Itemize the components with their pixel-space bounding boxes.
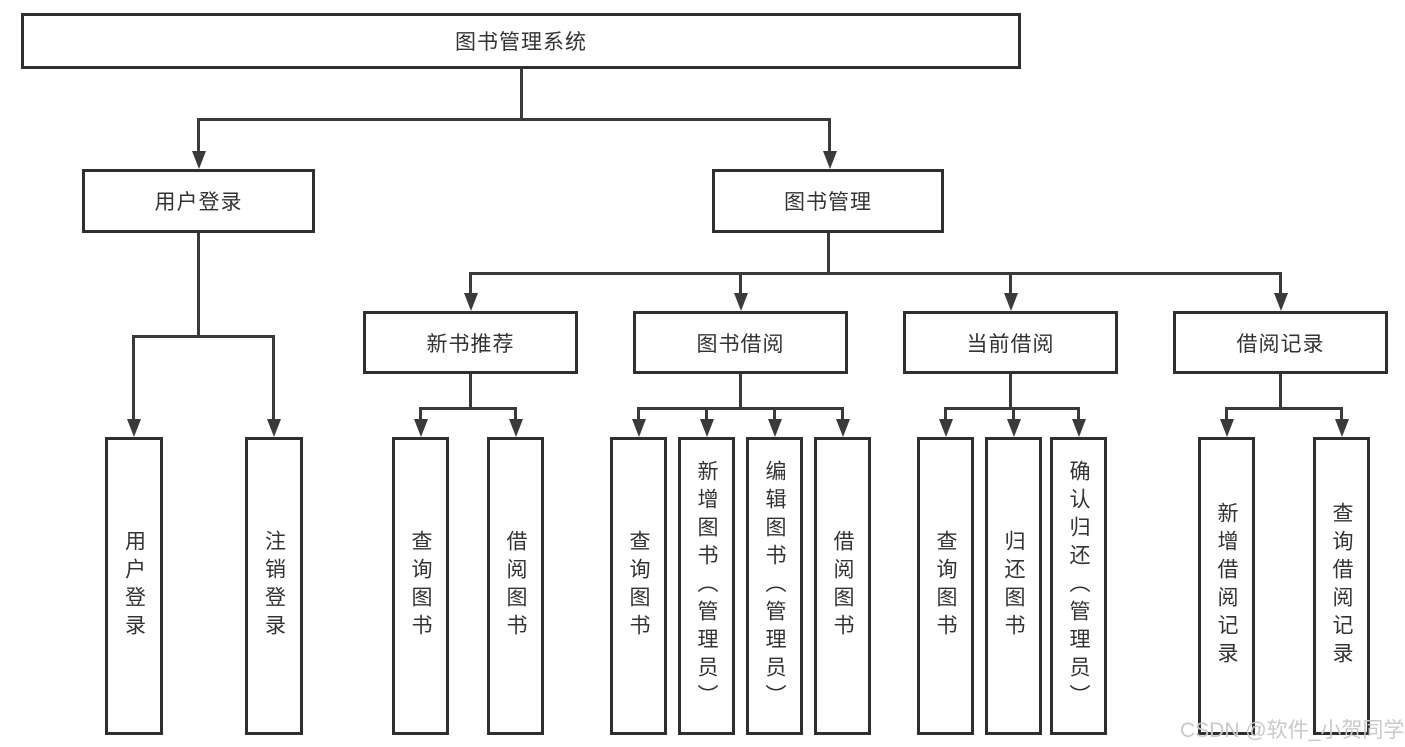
arrow-down-icon	[836, 419, 850, 437]
leaf-query-borrow-record: 查询借阅记录	[1313, 437, 1370, 735]
arrow-down-icon	[1274, 293, 1288, 311]
leaf-label: 新增借阅记录	[1215, 502, 1238, 670]
arrow-down-icon	[1072, 419, 1086, 437]
edge-user-login-hline	[132, 335, 275, 338]
node-user-login: 用户登录	[82, 169, 315, 233]
node-borrowing-records: 借阅记录	[1173, 311, 1388, 374]
arrow-down-icon	[1335, 419, 1349, 437]
edge-group3-shaft-1	[944, 407, 947, 421]
edge-root-vline	[520, 69, 523, 121]
edge-group4-vline	[1279, 374, 1282, 410]
node-label: 用户登录	[154, 191, 243, 214]
edge-root-left-shaft	[197, 118, 200, 153]
leaf-query-books-recommend: 查询图书	[392, 437, 449, 735]
arrow-down-icon	[464, 293, 478, 311]
leaf-edit-book-admin: 编辑图书（管理员）	[746, 437, 803, 735]
leaf-label: 注销登录	[262, 530, 286, 642]
edge-group3-vline	[1009, 374, 1012, 410]
arrow-down-icon	[1007, 419, 1021, 437]
arrow-down-icon	[939, 419, 953, 437]
edge-group2-hline	[637, 407, 844, 410]
leaf-label: 借阅图书	[831, 530, 854, 642]
edge-group1-hline	[419, 407, 517, 410]
node-label: 新书推荐	[426, 332, 515, 356]
edge-group2-shaft-3	[773, 407, 776, 421]
arrow-down-icon	[1220, 419, 1234, 437]
leaf-query-books-borrowing: 查询图书	[610, 437, 667, 735]
arrow-down-icon	[768, 419, 782, 437]
node-book-management: 图书管理	[712, 169, 944, 233]
leaf-label: 确认归还（管理员）	[1067, 460, 1090, 712]
arrow-down-icon	[734, 293, 748, 311]
leaf-label: 归还图书	[1002, 530, 1025, 642]
leaf-label: 查询图书	[409, 530, 432, 642]
leaf-label: 借阅图书	[504, 530, 527, 642]
leaf-add-book-admin: 新增图书（管理员）	[678, 437, 735, 735]
edge-group1-shaft-1	[419, 407, 422, 421]
node-label: 借阅记录	[1236, 332, 1325, 356]
arrow-down-icon	[192, 151, 206, 169]
edge-group4-hline	[1225, 407, 1343, 410]
leaf-query-books-current: 查询图书	[917, 437, 974, 735]
leaf-label: 编辑图书（管理员）	[763, 460, 786, 712]
arrow-down-icon	[509, 419, 523, 437]
edge-group1-vline	[469, 374, 472, 410]
leaf-label: 查询借阅记录	[1330, 502, 1353, 670]
arrow-down-icon	[414, 419, 428, 437]
node-current-borrowing: 当前借阅	[903, 311, 1118, 374]
edge-group2-shaft-1	[637, 407, 640, 421]
leaf-label: 查询图书	[934, 530, 957, 642]
edge-group3-shaft-3	[1077, 407, 1080, 421]
arrow-down-icon	[700, 419, 714, 437]
arrow-down-icon	[267, 419, 281, 437]
leaf-borrow-books-borrowing: 借阅图书	[814, 437, 871, 735]
leaf-logout: 注销登录	[245, 437, 303, 735]
edge-group4-shaft-2	[1340, 407, 1343, 421]
leaf-add-borrow-record: 新增借阅记录	[1198, 437, 1255, 735]
arrow-down-icon	[127, 419, 141, 437]
leaf-return-books: 归还图书	[985, 437, 1042, 735]
edge-book-mgmt-hline	[469, 272, 1282, 275]
arrow-down-icon	[632, 419, 646, 437]
node-label: 图书借阅	[696, 332, 785, 356]
leaf-label: 查询图书	[627, 530, 650, 642]
edge-group4-shaft-1	[1225, 407, 1228, 421]
edge-group2-shaft-2	[705, 407, 708, 421]
edge-group2-vline	[739, 374, 742, 410]
leaf-confirm-return-admin: 确认归还（管理员）	[1050, 437, 1107, 735]
edge-root-hline	[197, 118, 831, 121]
leaf-borrow-books-recommend: 借阅图书	[487, 437, 544, 735]
leaf-label: 用户登录	[122, 530, 146, 642]
node-label: 图书管理系统	[455, 31, 587, 54]
node-library-management-system: 图书管理系统	[21, 13, 1021, 69]
csdn-watermark: CSDN @软件_小贺同学	[1180, 719, 1405, 742]
leaf-label: 新增图书（管理员）	[695, 460, 718, 712]
edge-root-right-shaft	[828, 118, 831, 153]
edge-user-login-vline	[197, 233, 200, 338]
node-book-borrowing: 图书借阅	[633, 311, 848, 374]
edge-book-mgmt-vline	[827, 233, 830, 275]
edge-book-mgmt-shaft-1	[469, 272, 472, 296]
edge-user-login-shaft-1	[132, 335, 135, 421]
edge-group2-shaft-4	[841, 407, 844, 421]
edge-group1-shaft-2	[514, 407, 517, 421]
leaf-user-login: 用户登录	[105, 437, 163, 735]
arrow-down-icon	[1004, 293, 1018, 311]
edge-book-mgmt-shaft-2	[739, 272, 742, 296]
edge-book-mgmt-shaft-4	[1279, 272, 1282, 296]
node-label: 图书管理	[784, 191, 872, 214]
edge-book-mgmt-shaft-3	[1009, 272, 1012, 296]
edge-user-login-shaft-2	[272, 335, 275, 421]
arrow-down-icon	[823, 151, 837, 169]
node-new-book-recommend: 新书推荐	[363, 311, 578, 374]
node-label: 当前借阅	[966, 332, 1055, 356]
edge-group3-shaft-2	[1012, 407, 1015, 421]
